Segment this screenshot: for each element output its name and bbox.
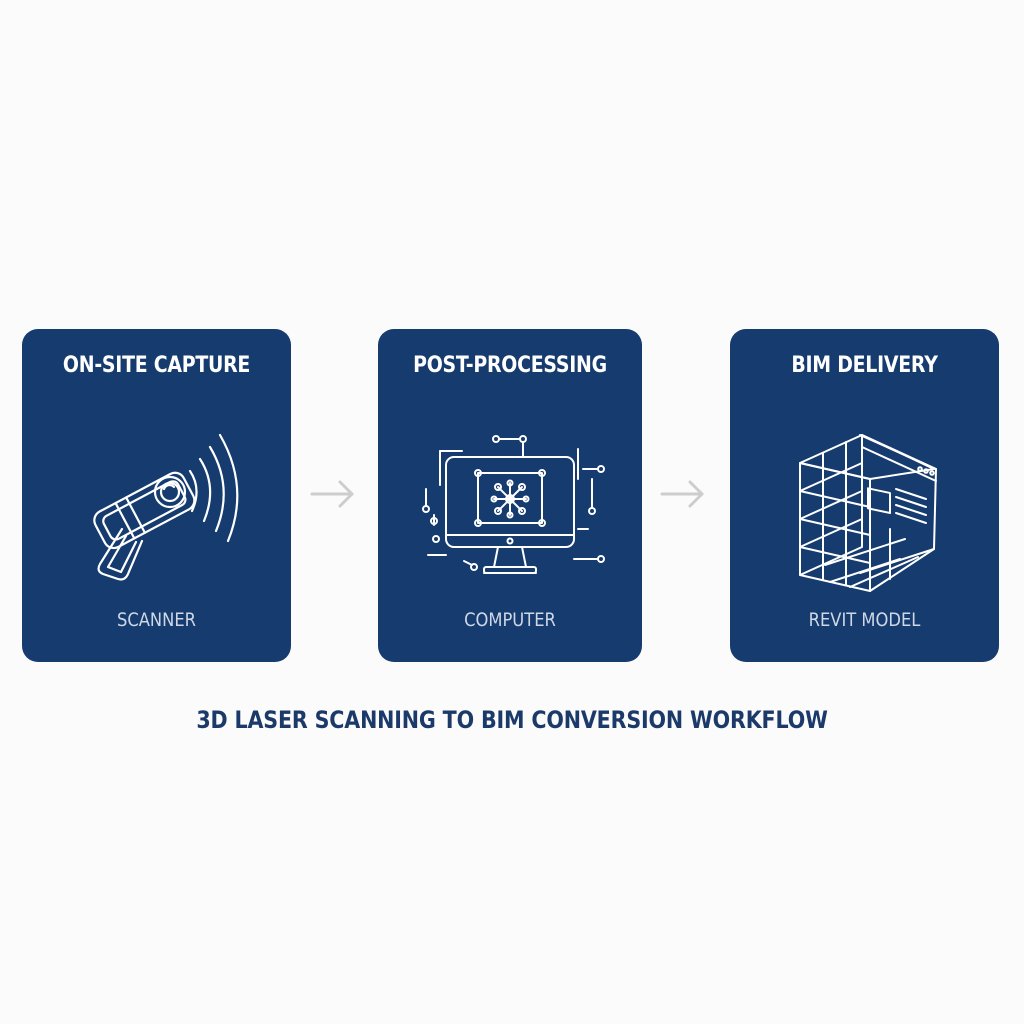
step-card-on-site-capture: ON-SITE CAPTURE SCANNER [22, 329, 291, 662]
laser-scanner-icon [93, 433, 239, 581]
step-card-post-processing: POST-PROCESSING [378, 329, 642, 662]
step-title: POST-PROCESSING [413, 353, 607, 378]
step-card-bim-delivery: BIM DELIVERY REVIT MOD [730, 329, 999, 662]
arrow-right-icon [310, 480, 354, 508]
workflow-title: 3D LASER SCANNING TO BIM CONVERSION WORK… [196, 706, 828, 734]
step-label: SCANNER [116, 609, 197, 631]
step-label: COMPUTER [464, 609, 556, 631]
computer-monitor-icon [422, 435, 605, 574]
arrow-right-icon [660, 480, 704, 508]
step-title: ON-SITE CAPTURE [62, 353, 251, 378]
step-title: BIM DELIVERY [791, 353, 938, 378]
3d-model-grid-icon [799, 434, 937, 592]
step-label: REVIT MODEL [808, 609, 921, 631]
